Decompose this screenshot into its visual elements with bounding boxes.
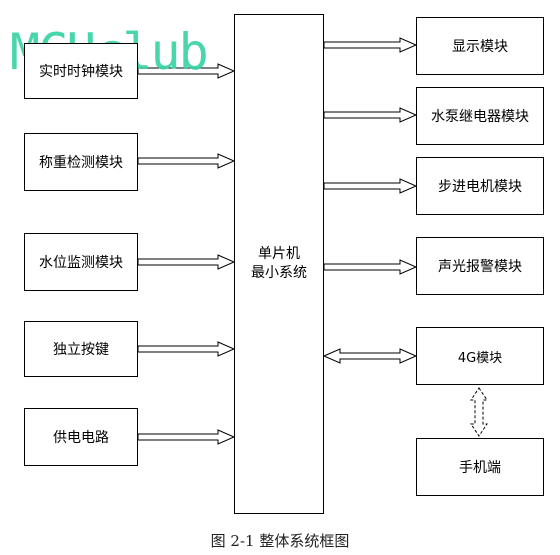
weight-module-label: 称重检测模块	[39, 155, 123, 171]
weight-module-box: 称重检测模块	[24, 133, 138, 191]
stepper-module-label: 步进电机模块	[438, 179, 522, 195]
rtc-module-box: 实时时钟模块	[24, 43, 138, 99]
key-module-box: 独立按键	[24, 321, 138, 377]
display-module-label: 显示模块	[452, 39, 508, 55]
arrow-key	[137, 341, 236, 357]
display-module-box: 显示模块	[416, 17, 544, 75]
figure-caption: 图 2-1 整体系统框图	[210, 532, 350, 550]
key-module-label: 独立按键	[53, 342, 109, 358]
arrow-power	[137, 429, 236, 445]
arrow-pump	[323, 107, 418, 123]
mcu-label-line2: 最小系统	[251, 265, 307, 281]
stepper-module-box: 步进电机模块	[416, 157, 544, 215]
phone-label: 手机端	[459, 460, 501, 476]
arrow-display	[323, 37, 418, 53]
arrow-water	[137, 254, 236, 270]
rtc-module-label: 实时时钟模块	[39, 64, 123, 80]
4g-module-label: 4G模块	[457, 350, 503, 366]
4g-module-box: 4G模块	[416, 327, 544, 385]
water-module-label: 水位监测模块	[39, 255, 123, 271]
pump-module-box: 水泵继电器模块	[416, 87, 544, 145]
power-module-label: 供电电路	[53, 430, 109, 446]
alarm-module-label: 声光报警模块	[438, 259, 522, 275]
phone-box: 手机端	[416, 438, 544, 496]
power-module-box: 供电电路	[24, 408, 138, 466]
mcu-box: 单片机 最小系统	[234, 14, 324, 514]
pump-module-label: 水泵继电器模块	[431, 109, 529, 125]
arrow-rtc	[137, 63, 236, 79]
mcu-label-line1: 单片机	[258, 246, 300, 262]
arrow-4g	[322, 348, 418, 364]
arrow-stepper	[323, 178, 418, 194]
arrow-alarm	[323, 259, 418, 275]
arrow-weight	[137, 153, 236, 169]
alarm-module-box: 声光报警模块	[416, 237, 544, 295]
arrow-4g-phone	[470, 387, 488, 437]
water-module-box: 水位监测模块	[24, 233, 138, 291]
